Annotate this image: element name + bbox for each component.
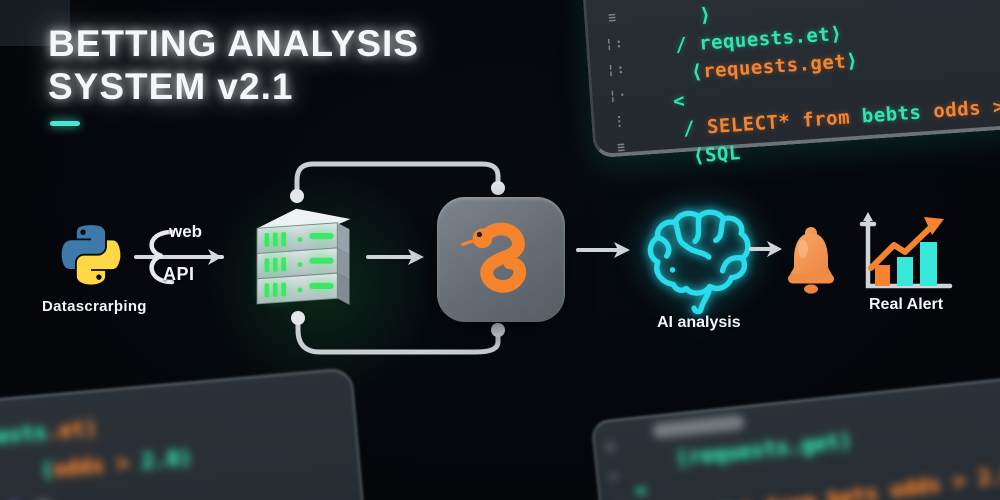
server-stack-icon bbox=[256, 208, 351, 305]
ai-analysis-label: AI analysis bbox=[657, 314, 741, 331]
growth-chart-icon bbox=[859, 212, 953, 289]
real-alert-label: Real Alert bbox=[869, 296, 944, 313]
gutter-mark: ¦· bbox=[608, 87, 629, 105]
gutter-mark: ≡ bbox=[616, 140, 628, 156]
gutter-mark: ≔ bbox=[608, 468, 619, 486]
title-line-1: BETTING ANALYSIS bbox=[48, 23, 419, 64]
loop-connector bbox=[290, 161, 505, 355]
python-logo-icon bbox=[61, 225, 121, 285]
arrow-python-to-ai-icon bbox=[576, 242, 630, 258]
python-processor-card bbox=[437, 197, 565, 322]
title-line-2: SYSTEM v2.1 bbox=[48, 66, 294, 108]
code-panel-bottom-left: requests.et⟩ ⟨odds > 2.0⟩ / ≡ bbox=[0, 367, 373, 500]
gutter-mark: ≡ bbox=[605, 438, 616, 456]
code-panel-bottom-right: ≡ ≔ ⋮ ⟨requests.get⟩ « ⟨SQL* from bets o… bbox=[590, 369, 1000, 500]
gutter-mark: ¦: bbox=[606, 61, 628, 79]
gutter-mark: ⋮ bbox=[612, 113, 629, 130]
web-api-arrow-icon bbox=[134, 229, 224, 285]
code-block: ⟩ / requests.et⟩ ⟨requests.get⟩ < / SELE… bbox=[580, 0, 1000, 177]
code-panel-top-right: ≡ ¦: ¦: ¦· ⋮ ≡ ⟩ / requests.et⟩ ⟨request… bbox=[577, 0, 1000, 167]
arrow-ai-to-alert-icon bbox=[749, 241, 782, 257]
title-underline bbox=[50, 121, 80, 126]
web-label: web bbox=[169, 222, 203, 241]
corner-panel-fragment bbox=[0, 0, 70, 46]
gutter-mark: ≡ bbox=[607, 10, 619, 26]
snake-icon bbox=[461, 222, 527, 293]
python-stage-label: Datascrarþing bbox=[42, 298, 147, 315]
gutter-mark: ¦: bbox=[604, 35, 626, 53]
arrow-server-to-python-icon bbox=[366, 249, 424, 265]
api-label: API bbox=[163, 264, 195, 284]
bell-icon bbox=[788, 227, 834, 294]
brain-icon bbox=[647, 209, 751, 314]
code-block: requests.et⟩ ⟨odds > 2.0⟩ / ≡ bbox=[0, 370, 361, 500]
page-title: BETTING ANALYSIS SYSTEM v2.1 bbox=[48, 22, 419, 109]
